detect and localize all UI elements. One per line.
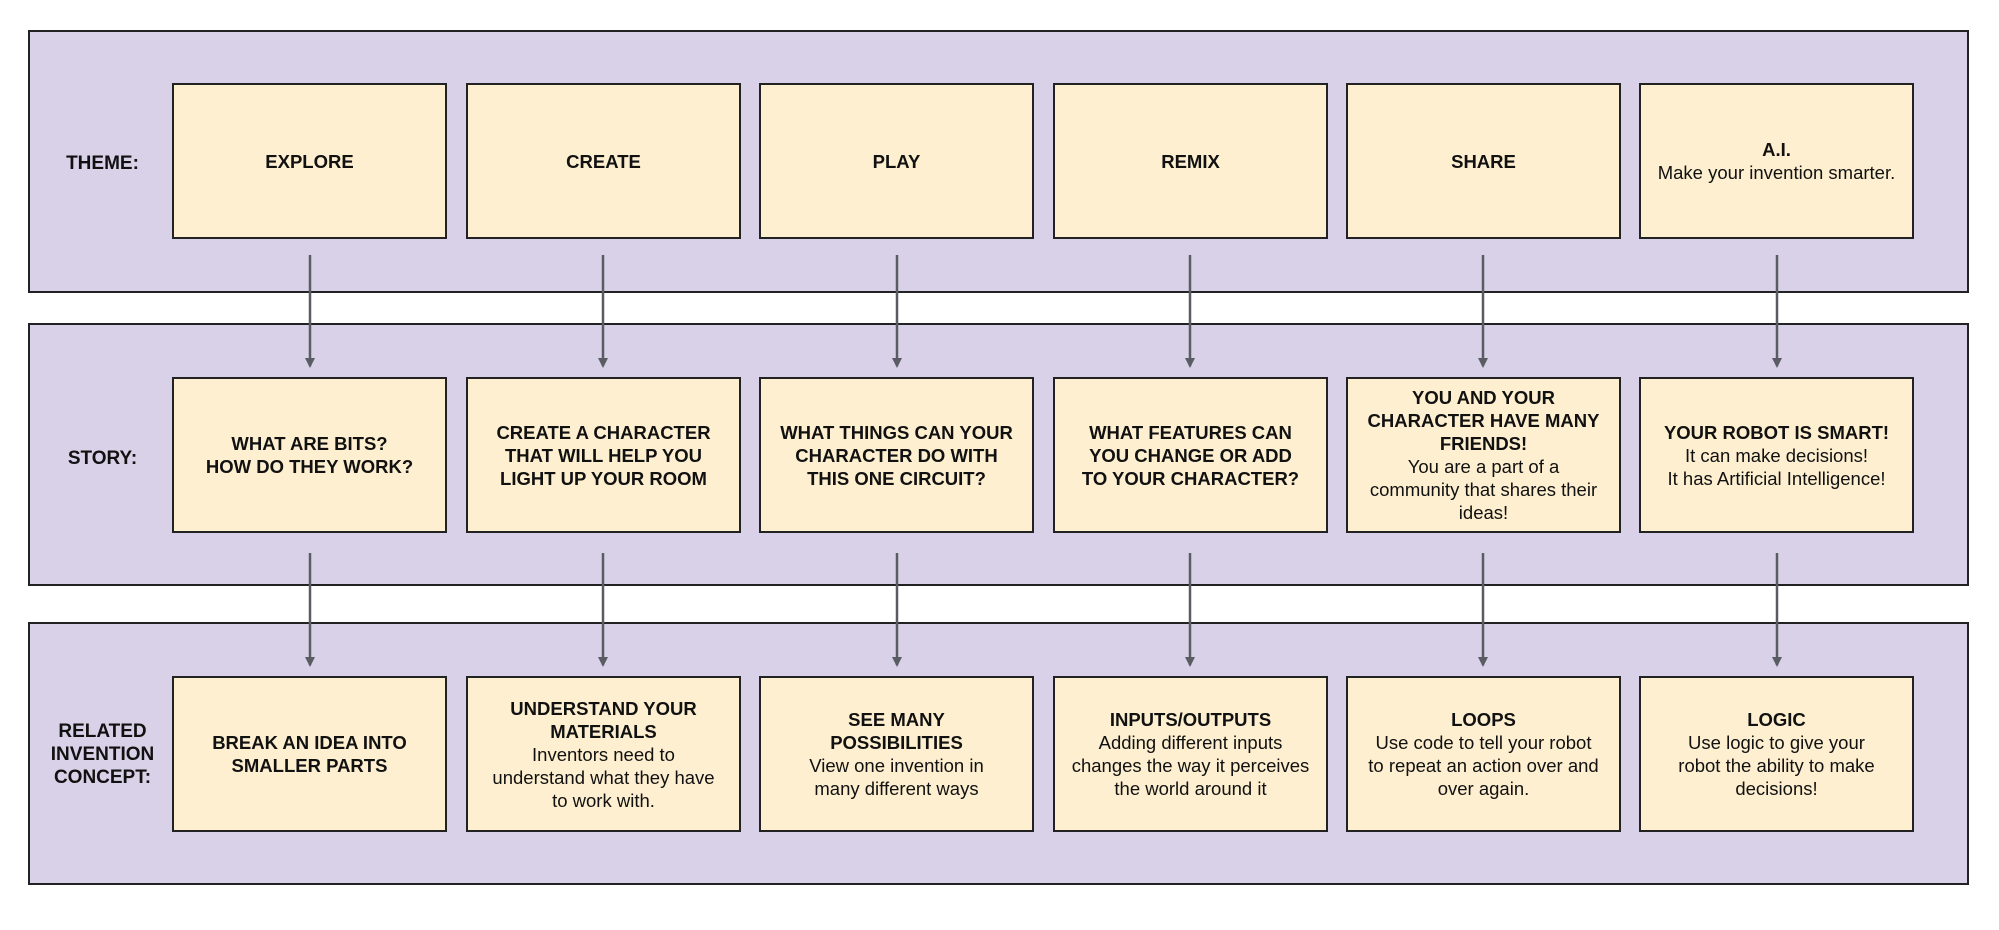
concept-label: RELATED INVENTION CONCEPT: (50, 721, 155, 788)
box-title: INPUTS/OUTPUTS (1109, 709, 1272, 730)
theme-box-share: SHARE (1346, 83, 1621, 239)
story-box-friends: YOU AND YOUR CHARACTER HAVE MANY FRIENDS… (1346, 377, 1621, 533)
box-title: CREATE (566, 150, 641, 172)
box-title: PLAY (872, 150, 921, 172)
box-title: CREATE A CHARACTER THAT WILL HELP YOU LI… (496, 421, 711, 489)
theme-box-create: CREATE (466, 83, 741, 239)
box-title: BREAK AN IDEA INTO SMALLER PARTS (212, 732, 407, 776)
box-description: View one invention in many different way… (809, 755, 984, 799)
concept-box-loops: LOOPS Use code to tell your robot to rep… (1346, 676, 1621, 832)
concept-box-inputs-outputs: INPUTS/OUTPUTS Adding different inputs c… (1053, 676, 1328, 832)
box-title: SHARE (1451, 150, 1516, 172)
box-title: SEE MANY POSSIBILITIES (830, 709, 963, 753)
box-description: Use code to tell your robot to repeat an… (1368, 732, 1599, 799)
story-box-smart-robot: YOUR ROBOT IS SMART! It can make decisio… (1639, 377, 1914, 533)
box-title: REMIX (1161, 150, 1220, 172)
story-box-features: WHAT FEATURES CAN YOU CHANGE OR ADD TO Y… (1053, 377, 1328, 533)
box-title: WHAT ARE BITS? HOW DO THEY WORK? (205, 433, 414, 477)
box-title: UNDERSTAND YOUR MATERIALS (510, 697, 697, 742)
box-title: EXPLORE (265, 150, 354, 172)
theme-box-ai: A.I. Make your invention smarter. (1639, 83, 1914, 239)
theme-box-remix: REMIX (1053, 83, 1328, 239)
box-title: LOOPS (1451, 709, 1516, 730)
concept-box-logic: LOGIC Use logic to give your robot the a… (1639, 676, 1914, 832)
box-title: LOGIC (1747, 709, 1806, 730)
box-title: YOUR ROBOT IS SMART! (1663, 421, 1890, 443)
theme-box-play: PLAY (759, 83, 1034, 239)
box-title: WHAT THINGS CAN YOUR CHARACTER DO WITH T… (780, 421, 1013, 489)
box-title: WHAT FEATURES CAN YOU CHANGE OR ADD TO Y… (1081, 421, 1300, 489)
box-description: Adding different inputs changes the way … (1071, 732, 1310, 799)
concept-box-possibilities: SEE MANY POSSIBILITIES View one inventio… (759, 676, 1034, 832)
theme-box-explore: EXPLORE (172, 83, 447, 239)
concept-box-materials: UNDERSTAND YOUR MATERIALS Inventors need… (466, 676, 741, 832)
story-label: STORY: (67, 448, 138, 469)
box-description: It can make decisions! It has Artificial… (1667, 444, 1886, 489)
concept-box-break-idea: BREAK AN IDEA INTO SMALLER PARTS (172, 676, 447, 832)
story-box-bits: WHAT ARE BITS? HOW DO THEY WORK? (172, 377, 447, 533)
box-description: Make your invention smarter. (1657, 162, 1896, 183)
box-description: You are a part of a community that share… (1369, 456, 1598, 523)
box-title: YOU AND YOUR CHARACTER HAVE MANY FRIENDS… (1367, 387, 1600, 454)
theme-label: THEME: (66, 153, 139, 174)
story-box-circuit: WHAT THINGS CAN YOUR CHARACTER DO WITH T… (759, 377, 1034, 533)
box-title: A.I. (1762, 139, 1791, 160)
story-box-character: CREATE A CHARACTER THAT WILL HELP YOU LI… (466, 377, 741, 533)
box-description: Inventors need to understand what they h… (492, 743, 715, 811)
box-description: Use logic to give your robot the ability… (1678, 732, 1875, 799)
